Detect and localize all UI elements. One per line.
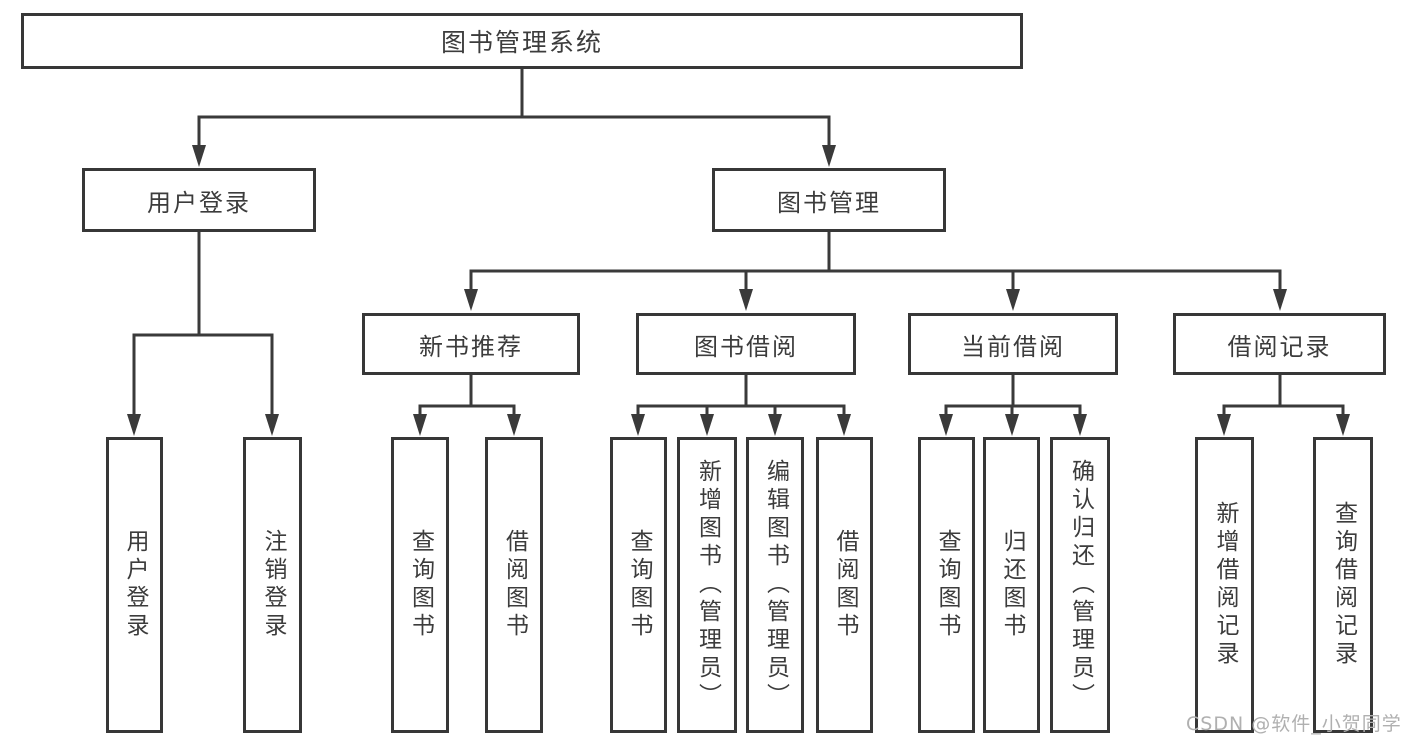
leaf-borrow-books-1: 借阅图书 — [485, 437, 543, 733]
leaf-borrow-books-2: 借阅图书 — [816, 437, 873, 733]
node-user-login: 用户登录 — [82, 168, 316, 232]
arrowhead-icon — [127, 414, 141, 436]
arrowhead-icon — [507, 414, 521, 436]
node-book-borrow: 图书借阅 — [636, 313, 856, 375]
arrowhead-icon — [1273, 289, 1287, 311]
arrowhead-icon — [768, 414, 782, 436]
leaf-label: 查询图书 — [626, 529, 652, 641]
leaf-label: 借阅图书 — [501, 529, 528, 641]
leaf-logout: 注销登录 — [243, 437, 302, 733]
leaf-label: 查询借阅记录 — [1330, 501, 1357, 669]
arrowhead-icon — [631, 414, 645, 436]
arrowhead-icon — [1005, 414, 1019, 436]
node-root: 图书管理系统 — [21, 13, 1023, 69]
leaf-add-borrow-record: 新增借阅记录 — [1195, 437, 1254, 733]
arrowhead-icon — [464, 289, 478, 311]
arrowhead-icon — [192, 145, 206, 167]
arrowhead-icon — [265, 414, 279, 436]
leaf-label: 确认归还（管理员） — [1067, 459, 1094, 711]
arrowhead-icon — [1073, 414, 1087, 436]
leaf-label: 查询图书 — [407, 529, 434, 641]
leaf-add-book-admin: 新增图书（管理员） — [677, 437, 737, 733]
connector-lines — [132, 69, 1345, 418]
leaf-query-borrow-record: 查询借阅记录 — [1313, 437, 1373, 733]
leaf-label: 用户登录 — [122, 529, 148, 641]
leaf-label: 查询图书 — [934, 529, 960, 641]
arrowhead-icon — [739, 289, 753, 311]
leaf-label: 归还图书 — [999, 529, 1025, 641]
node-new-book-recommend: 新书推荐 — [362, 313, 580, 375]
leaf-label: 注销登录 — [260, 529, 286, 641]
node-current-borrow: 当前借阅 — [908, 313, 1118, 375]
arrowhead-icon — [822, 145, 836, 167]
node-book-management: 图书管理 — [712, 168, 946, 232]
leaf-label: 新增图书（管理员） — [694, 459, 721, 711]
arrowhead-icons — [127, 145, 1350, 436]
leaf-label: 编辑图书（管理员） — [762, 459, 789, 711]
leaf-query-books-1: 查询图书 — [391, 437, 449, 733]
node-borrow-records: 借阅记录 — [1173, 313, 1386, 375]
leaf-label: 借阅图书 — [832, 529, 858, 641]
leaf-query-books-2: 查询图书 — [610, 437, 667, 733]
leaf-confirm-return-admin: 确认归还（管理员） — [1050, 437, 1110, 733]
arrowhead-icon — [1336, 414, 1350, 436]
arrowhead-icon — [700, 414, 714, 436]
watermark: CSDN @软件_小贺同学 — [1186, 713, 1402, 735]
leaf-return-book: 归还图书 — [983, 437, 1040, 733]
arrowhead-icon — [1006, 289, 1020, 311]
leaf-edit-book-admin: 编辑图书（管理员） — [746, 437, 804, 733]
arrowhead-icon — [837, 414, 851, 436]
leaf-label: 新增借阅记录 — [1212, 501, 1238, 669]
arrowhead-icon — [1217, 414, 1231, 436]
arrowhead-icon — [939, 414, 953, 436]
leaf-user-login: 用户登录 — [106, 437, 163, 733]
arrowhead-icon — [413, 414, 427, 436]
leaf-query-books-3: 查询图书 — [918, 437, 975, 733]
